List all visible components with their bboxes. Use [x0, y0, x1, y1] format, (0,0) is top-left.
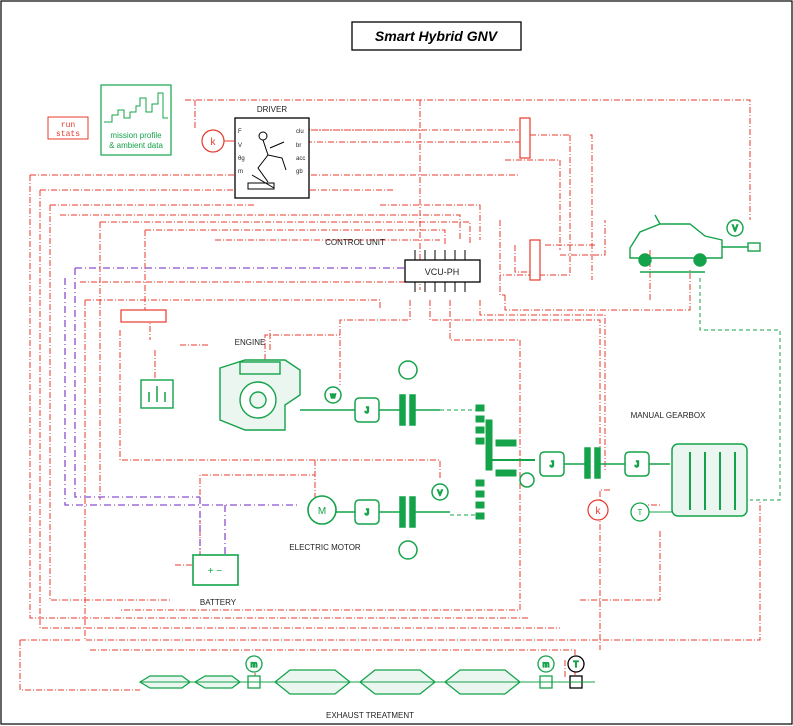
driver-port-clu: clu [296, 129, 304, 135]
motor-inertia: J [365, 508, 369, 517]
mission-profile-block[interactable]: mission profile & ambient data [101, 85, 171, 155]
motor-speed-sensor: V [438, 490, 443, 497]
vehicle-sensor-v: V [732, 224, 738, 233]
driver-port-f: F [238, 129, 242, 135]
mission-line2: & ambient data [109, 141, 163, 150]
run-stats-line2: stats [56, 130, 80, 139]
exhaust-mass-sensor-2: m [543, 660, 550, 669]
gearbox-inertia-2: J [635, 460, 639, 469]
driver-label: DRIVER [257, 105, 287, 114]
driver-block[interactable]: DRIVER F V θg m clu br acc gb [235, 105, 309, 198]
engine-inertia: J [365, 406, 369, 415]
exhaust-temp-sensor: T [574, 660, 579, 669]
engine-speed-sensor: w [329, 393, 336, 400]
driver-port-theta: θg [238, 156, 245, 162]
driver-port-gb: gb [296, 169, 303, 175]
battery-block[interactable]: + − BATTERY [193, 555, 238, 607]
exhaust-mass-sensor-1: m [251, 660, 258, 669]
motor-symbol: M [318, 506, 326, 517]
engine-label: ENGINE [235, 338, 266, 347]
control-unit-label: CONTROL UNIT [325, 238, 385, 247]
driver-port-br: br [296, 143, 301, 149]
electric-motor-label: ELECTRIC MOTOR [289, 543, 361, 552]
run-stats-line1: run [61, 121, 76, 130]
driver-port-acc: acc [296, 156, 305, 162]
vcu-label: VCU-PH [425, 267, 460, 277]
run-stats-block[interactable]: run stats [48, 117, 88, 139]
exhaust-label: EXHAUST TREATMENT [326, 711, 414, 720]
gearbox-inertia-1: J [550, 460, 554, 469]
battery-label: BATTERY [200, 598, 237, 607]
title-box: Smart Hybrid GNV [352, 22, 521, 50]
gearbox-constant-k[interactable]: k [588, 500, 608, 520]
gearbox-label: MANUAL GEARBOX [631, 411, 706, 420]
driver-port-v: V [238, 143, 242, 149]
driver-port-m: m [238, 169, 243, 175]
mission-line1: mission profile [110, 131, 162, 140]
gearbox-t-text: T [638, 508, 643, 517]
battery-signs: + − [208, 566, 223, 577]
diagram-title: Smart Hybrid GNV [375, 28, 499, 44]
